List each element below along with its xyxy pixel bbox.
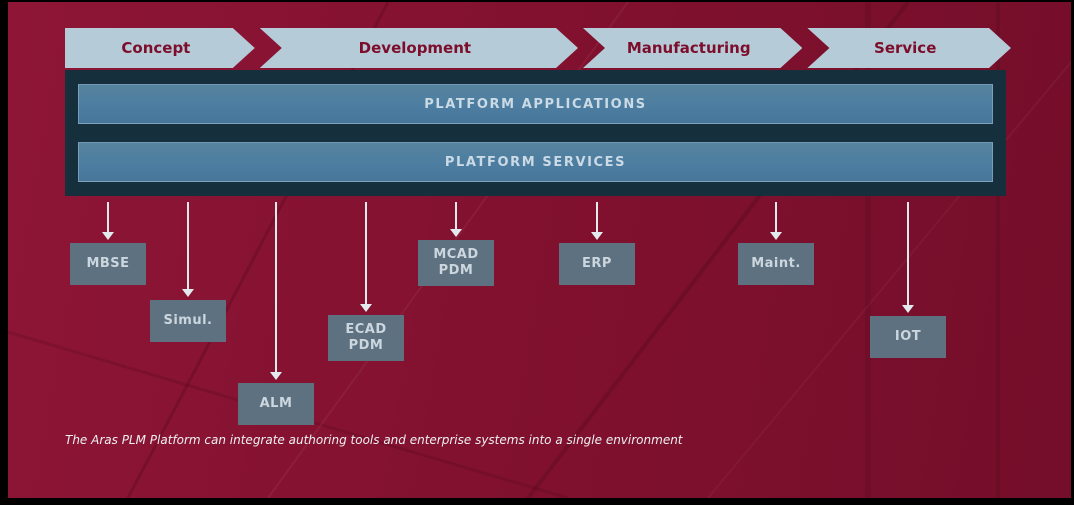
tool-box-alm: ALM [238, 383, 314, 425]
down-arrow-shaft [107, 202, 109, 232]
platform-services-bar: PLATFORM SERVICES [78, 142, 993, 182]
down-arrow-icon [450, 229, 462, 237]
tool-box-erp: ERP [559, 243, 635, 285]
down-arrow-icon [182, 289, 194, 297]
down-arrow-shaft [775, 202, 777, 232]
stage-manufacturing: Manufacturing [583, 28, 802, 68]
tool-group-mbse: MBSE [70, 202, 146, 285]
down-arrow-icon [591, 232, 603, 240]
tool-group-erp: ERP [559, 202, 635, 285]
tool-group-mcad-pdm: MCAD PDM [418, 202, 494, 286]
tool-box-maint: Maint. [738, 243, 814, 285]
stage-label: Service [874, 39, 937, 57]
stage-label: Manufacturing [626, 39, 751, 57]
platform-bar-label: PLATFORM SERVICES [444, 154, 627, 170]
platform-container: PLATFORM APPLICATIONS PLATFORM SERVICES [65, 70, 1006, 196]
diagram-canvas: Concept Development Manufacturing Servic… [8, 2, 1071, 498]
down-arrow-icon [902, 305, 914, 313]
tool-group-iot: IOT [870, 202, 946, 358]
down-arrow-shaft [455, 202, 457, 229]
tool-box-simul: Simul. [150, 300, 226, 342]
down-arrow-icon [102, 232, 114, 240]
caption-text: The Aras PLM Platform can integrate auth… [65, 433, 683, 447]
tool-group-ecad-pdm: ECAD PDM [328, 202, 404, 361]
down-arrow-shaft [907, 202, 909, 305]
tool-group-maint: Maint. [738, 202, 814, 285]
down-arrow-icon [770, 232, 782, 240]
down-arrow-shaft [275, 202, 277, 372]
stage-label: Development [358, 39, 472, 57]
tool-box-mcad-pdm: MCAD PDM [418, 240, 494, 286]
platform-applications-bar: PLATFORM APPLICATIONS [78, 84, 993, 124]
down-arrow-shaft [365, 202, 367, 304]
stage-label: Concept [121, 39, 191, 57]
platform-bar-label: PLATFORM APPLICATIONS [424, 96, 647, 112]
stage-development: Development [260, 28, 578, 68]
down-arrow-shaft [596, 202, 598, 232]
tool-group-simul: Simul. [150, 202, 226, 342]
down-arrow-icon [360, 304, 372, 312]
process-flow: Concept Development Manufacturing Servic… [65, 28, 1011, 68]
tool-box-mbse: MBSE [70, 243, 146, 285]
tool-box-iot: IOT [870, 316, 946, 358]
down-arrow-shaft [187, 202, 189, 289]
stage-service: Service [807, 28, 1011, 68]
stage-concept: Concept [65, 28, 255, 68]
down-arrow-icon [270, 372, 282, 380]
tool-box-ecad-pdm: ECAD PDM [328, 315, 404, 361]
tool-group-alm: ALM [238, 202, 314, 425]
